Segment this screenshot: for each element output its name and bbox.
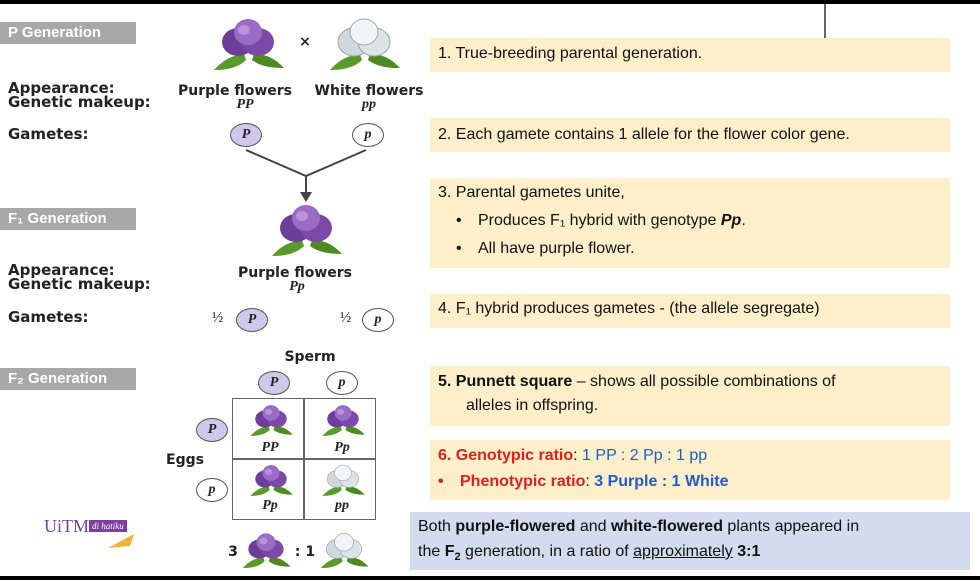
ratio-white-flower-icon: [318, 530, 370, 568]
sperm-P-circle: P: [258, 371, 290, 395]
step-5-box: 5. Punnett square – shows all possible c…: [430, 366, 950, 426]
genotype-pp-label: pp: [362, 97, 376, 112]
eggs-label: Eggs: [166, 452, 204, 468]
f1-generation-label: F₁ Generation: [0, 208, 136, 230]
step-4-box: 4. F₁ hybrid produces gametes - (the all…: [430, 294, 950, 328]
ratio-one: : 1: [294, 544, 316, 560]
uitm-logo-swoosh: [108, 534, 134, 548]
f1-gamete-P-circle: P: [236, 308, 268, 332]
f1-gametes-label: Gametes:: [8, 308, 89, 326]
punnett-Pp-bottom-flower-icon: [248, 462, 294, 496]
punnett-pp-flower-icon: [320, 462, 366, 496]
ratio-three: 3: [228, 544, 238, 560]
sperm-label: Sperm: [284, 349, 336, 365]
f1-genotype-Pp-label: Pp: [289, 279, 305, 294]
top-divider-line: [824, 4, 826, 38]
f1-appearance-label: Appearance:: [8, 261, 115, 279]
purple-flower-parent-icon: [210, 14, 286, 70]
sperm-p-circle: p: [326, 371, 358, 395]
half-fraction-p: ½: [340, 310, 352, 326]
f1-gamete-p-circle: p: [362, 308, 394, 332]
genotype-PP-label: PP: [236, 97, 254, 112]
p-appearance-label: Appearance:: [8, 79, 115, 97]
f1-purple-flowers-label: Purple flowers: [238, 265, 352, 281]
f2-generation-label: F₂ Generation: [0, 368, 136, 390]
egg-p-circle: p: [196, 478, 228, 502]
white-flowers-label: White flowers: [314, 83, 424, 99]
step-6-box: 6. Genotypic ratio: 1 PP : 2 Pp : 1 pp •…: [430, 440, 950, 500]
gamete-union-arrow: [245, 149, 367, 202]
white-flower-parent-icon: [326, 14, 402, 70]
cross-symbol: ×: [299, 34, 311, 50]
p-genetic-makeup-label: Genetic makeup:: [8, 93, 151, 111]
half-fraction-P: ½: [212, 310, 224, 326]
slide: P Generation F₁ Generation F₂ Generation…: [0, 4, 980, 576]
gamete-P-circle: P: [230, 123, 262, 147]
step-1-box: 1. True-breeding parental generation.: [430, 38, 950, 72]
punnett-Pp-bottom-label: Pp: [262, 498, 278, 513]
gamete-p-circle: p: [352, 123, 384, 147]
punnett-PP-flower-icon: [248, 402, 294, 436]
step-2-box: 2. Each gamete contains 1 allele for the…: [430, 118, 950, 152]
egg-P-circle: P: [196, 418, 228, 442]
f1-genetic-makeup-label: Genetic makeup:: [8, 275, 151, 293]
punnett-pp-label: pp: [335, 498, 349, 513]
step-3-box: 3. Parental gametes unite, •Produces F₁ …: [430, 178, 950, 268]
punnett-PP-label: PP: [261, 440, 279, 455]
conclusion-box: Both purple-flowered and white-flowered …: [410, 512, 970, 570]
p-generation-label: P Generation: [0, 22, 136, 44]
p-gametes-label: Gametes:: [8, 125, 89, 143]
punnett-Pp-top-label: Pp: [334, 440, 350, 455]
ratio-purple-flower-icon: [240, 530, 292, 568]
purple-flower-f1-icon: [268, 200, 344, 256]
punnett-Pp-top-flower-icon: [320, 402, 366, 436]
purple-flowers-label: Purple flowers: [178, 83, 292, 99]
